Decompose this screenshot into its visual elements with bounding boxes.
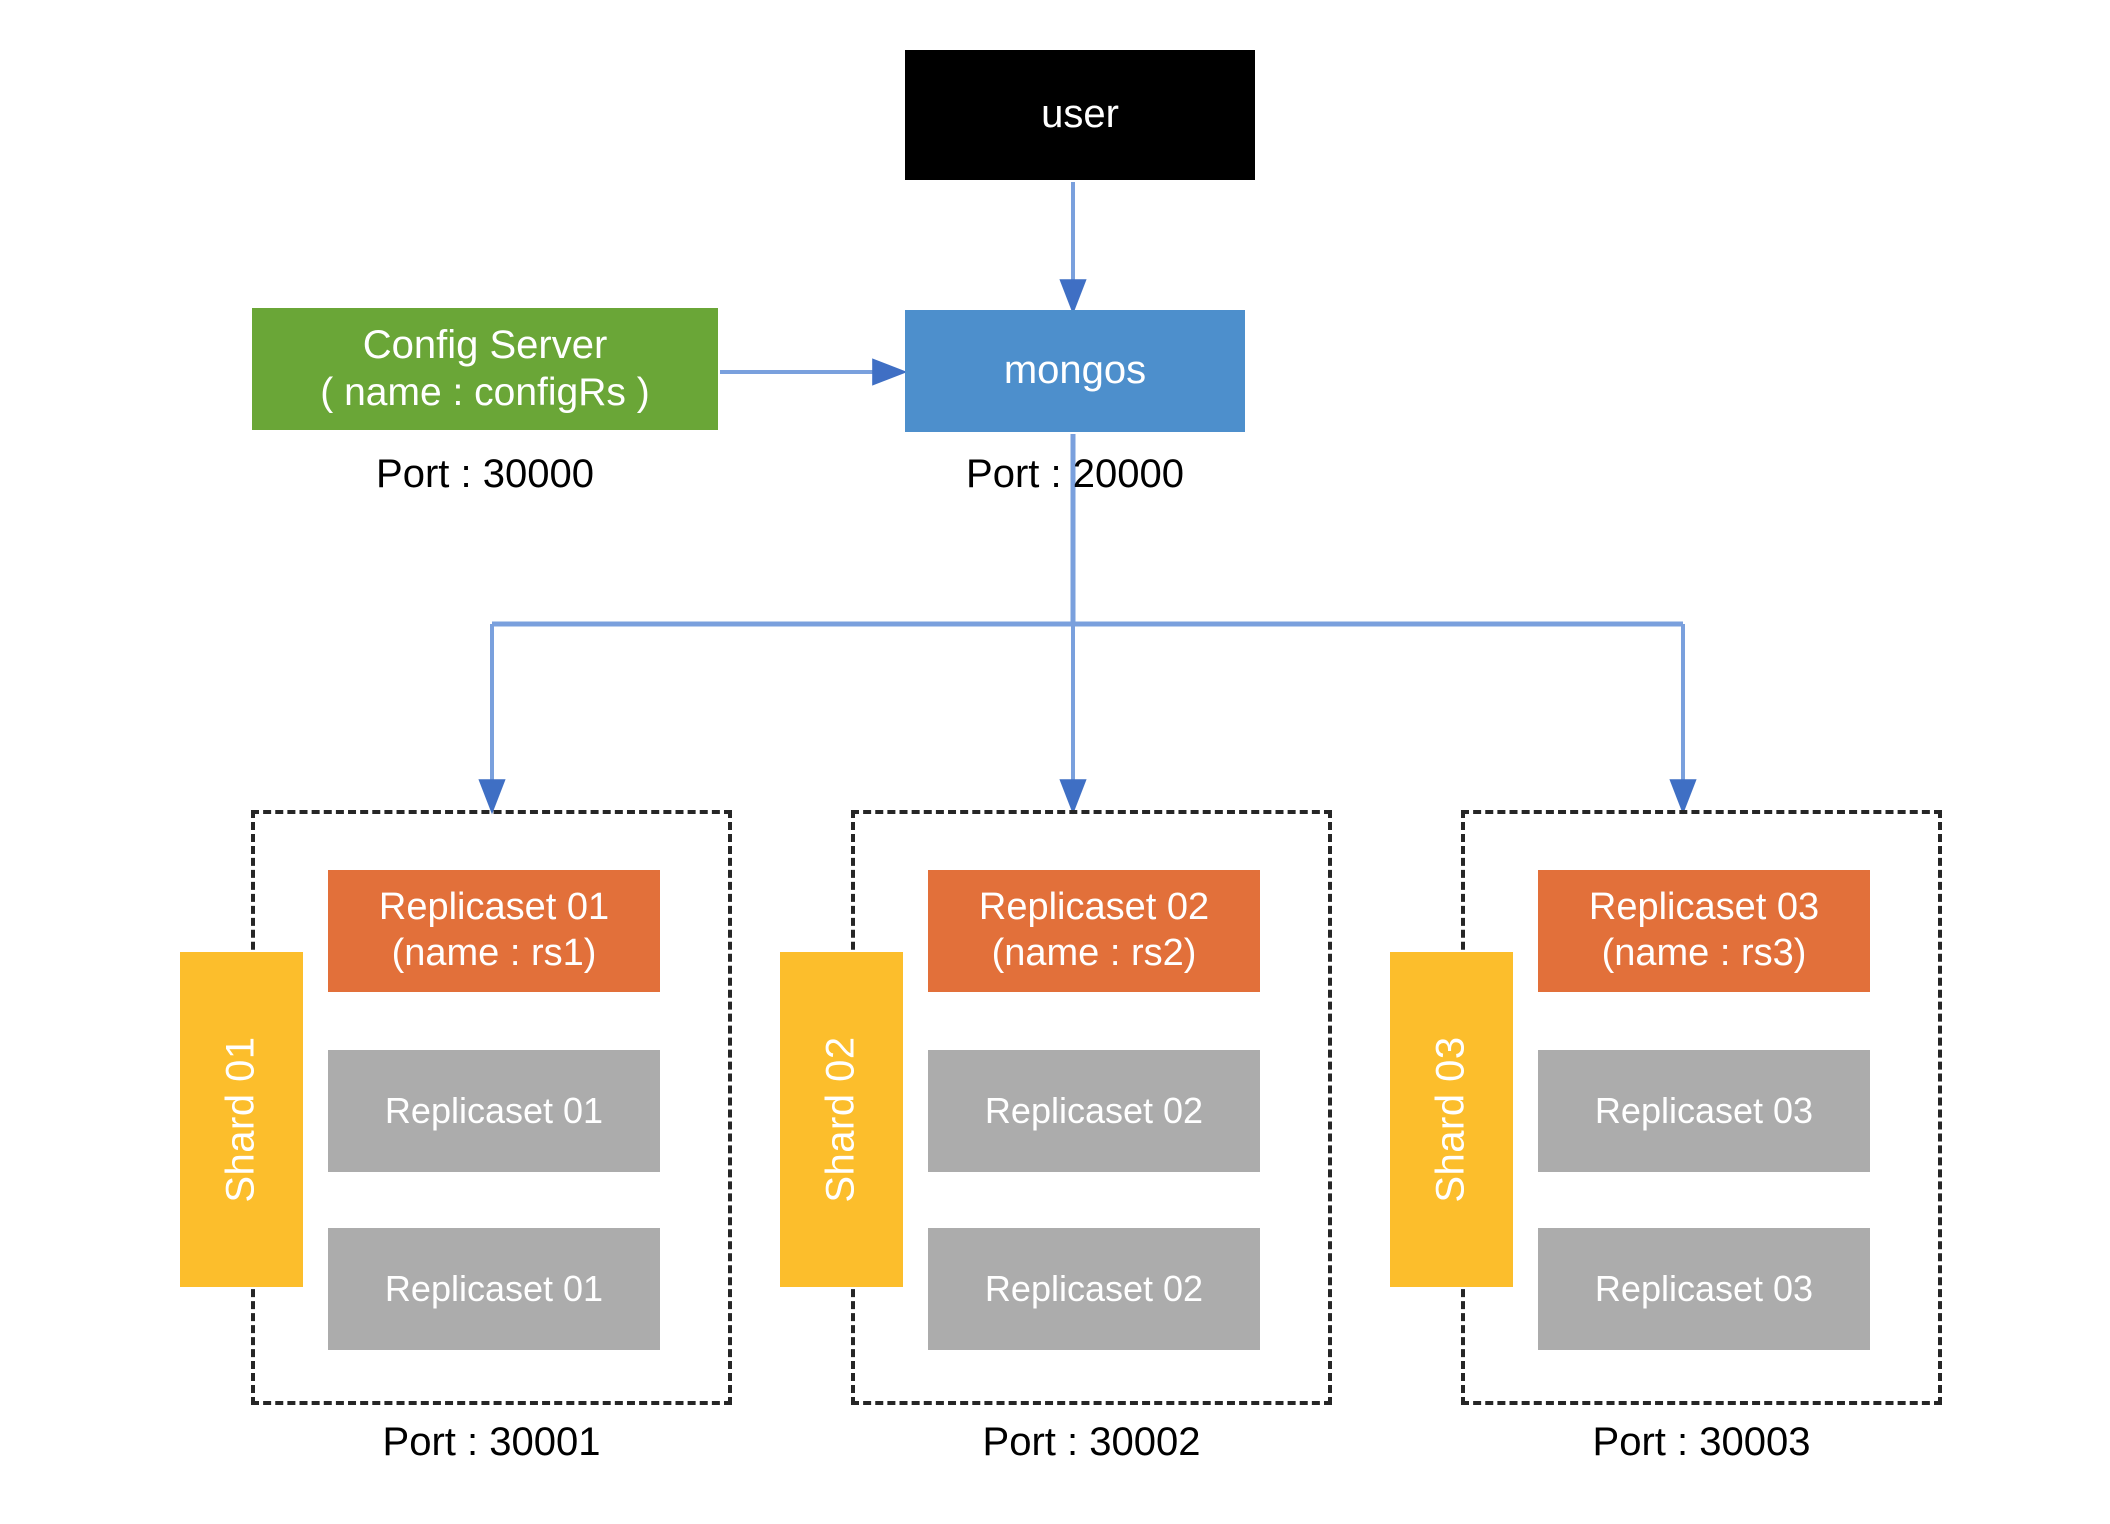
config-server-node[interactable]: Config Server ( name : configRs ) — [252, 308, 718, 430]
shard-bar-01[interactable]: Shard 01 — [180, 952, 303, 1287]
replicaset-primary-02-title: Replicaset 02 — [978, 886, 1210, 929]
shard-02-port-label: Port : 30002 — [982, 1420, 1201, 1464]
user-label: user — [1041, 92, 1119, 137]
replicaset-primary-03-name: (name : rs3) — [1601, 932, 1807, 974]
shard-01-port-label: Port : 30001 — [382, 1420, 601, 1464]
replicaset-secondary-01-b[interactable]: Replicaset 01 — [328, 1228, 660, 1350]
shard-bar-01-label: Shard 01 — [219, 1036, 263, 1203]
mongos-port-label: Port : 20000 — [966, 452, 1184, 496]
replicaset-secondary-01-a[interactable]: Replicaset 01 — [328, 1050, 660, 1172]
user-node[interactable]: user — [905, 50, 1255, 180]
mongos-label: mongos — [1003, 348, 1147, 393]
mongos-node[interactable]: mongos — [905, 310, 1245, 432]
replicaset-secondary-02-a[interactable]: Replicaset 02 — [928, 1050, 1260, 1172]
replicaset-secondary-03-b-label: Replicaset 03 — [1594, 1268, 1814, 1309]
shard-bar-02-label: Shard 02 — [819, 1036, 863, 1203]
replicaset-secondary-03-b[interactable]: Replicaset 03 — [1538, 1228, 1870, 1350]
config-server-title: Config Server — [362, 323, 608, 368]
replicaset-primary-01[interactable]: Replicaset 01 (name : rs1) — [328, 870, 660, 992]
replicaset-secondary-03-a-label: Replicaset 03 — [1594, 1090, 1814, 1131]
replicaset-secondary-03-a[interactable]: Replicaset 03 — [1538, 1050, 1870, 1172]
replicaset-primary-03-title: Replicaset 03 — [1588, 886, 1820, 929]
shard-bar-03[interactable]: Shard 03 — [1390, 952, 1513, 1287]
config-server-name: ( name : configRs ) — [320, 370, 650, 414]
replicaset-primary-03[interactable]: Replicaset 03 (name : rs3) — [1538, 870, 1870, 992]
replicaset-primary-01-title: Replicaset 01 — [378, 886, 610, 929]
replicaset-secondary-02-a-label: Replicaset 02 — [984, 1090, 1204, 1131]
replicaset-secondary-02-b[interactable]: Replicaset 02 — [928, 1228, 1260, 1350]
config-server-port-label: Port : 30000 — [376, 452, 594, 496]
replicaset-secondary-01-a-label: Replicaset 01 — [384, 1090, 604, 1131]
replicaset-primary-02-name: (name : rs2) — [991, 932, 1197, 974]
replicaset-primary-01-name: (name : rs1) — [391, 932, 597, 974]
replicaset-secondary-02-b-label: Replicaset 02 — [984, 1268, 1204, 1309]
shard-03-port-label: Port : 30003 — [1592, 1420, 1811, 1464]
replicaset-primary-02[interactable]: Replicaset 02 (name : rs2) — [928, 870, 1260, 992]
replicaset-secondary-01-b-label: Replicaset 01 — [384, 1268, 604, 1309]
shard-bar-03-label: Shard 03 — [1429, 1036, 1473, 1203]
shard-bar-02[interactable]: Shard 02 — [780, 952, 903, 1287]
